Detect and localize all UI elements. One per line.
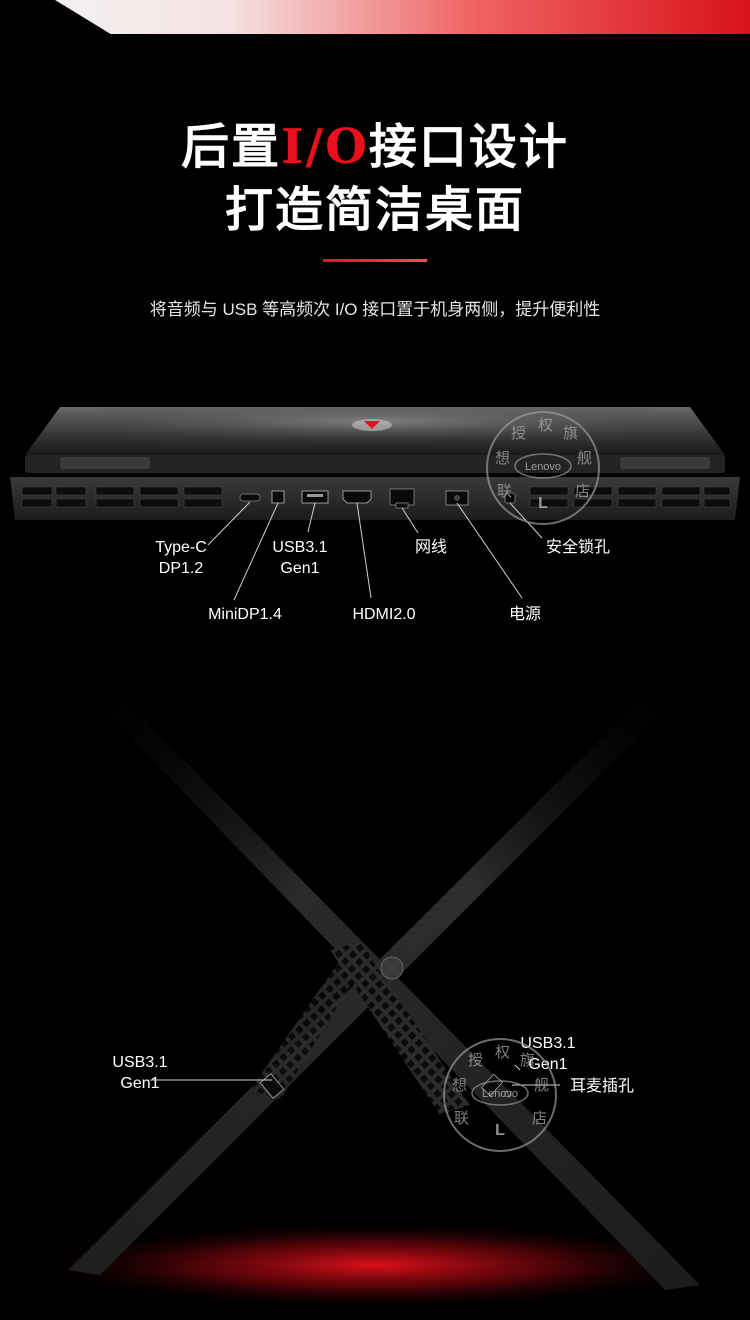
svg-text:权: 权 (538, 416, 553, 434)
subtitle: 将音频与 USB 等高频次 I/O 接口置于机身两侧，提升便利性 (149, 300, 601, 319)
svg-text:想: 想 (495, 449, 510, 467)
svg-text:旗: 旗 (520, 1051, 535, 1069)
svg-text:店: 店 (575, 482, 590, 500)
svg-text:L: L (495, 1122, 505, 1139)
laptop-rear-view (10, 407, 740, 520)
top-accent-band (55, 0, 750, 34)
svg-text:联: 联 (454, 1109, 469, 1127)
usb-left-label-line1: USB3.1 (112, 1054, 168, 1071)
svg-text:L: L (538, 495, 548, 512)
laptop-side-view (25, 680, 725, 1310)
minidp-label: MiniDP1.4 (208, 606, 282, 623)
audio-jack-label: 耳麦插孔 (569, 1078, 634, 1095)
svg-text:舰: 舰 (577, 449, 592, 467)
headline-suffix: 接口设计 (368, 119, 569, 175)
svg-text:旗: 旗 (563, 424, 578, 442)
svg-text:权: 权 (495, 1043, 510, 1061)
usb-left-label: USB3.1 Gen1 (100, 1052, 180, 1094)
rear-port-leader-lines (207, 501, 543, 601)
usb-rear-label: USB3.1 Gen1 (262, 537, 338, 579)
usb-rear-label-line1: USB3.1 (272, 539, 328, 556)
security-lock-label: 安全锁孔 (545, 539, 610, 556)
authorized-store-watermark-2: Lenovo L 联 想 授 权 旗 舰 店 (443, 1038, 557, 1152)
svg-text:联: 联 (497, 482, 512, 500)
svg-text:舰: 舰 (534, 1076, 549, 1094)
usb-right-label-line1: USB3.1 (520, 1035, 576, 1052)
title-divider (323, 259, 427, 262)
usb-left-label-line2: Gen1 (120, 1075, 160, 1092)
power-label: 电源 (508, 606, 541, 623)
hdmi-label: HDMI2.0 (352, 606, 416, 623)
svg-text:想: 想 (452, 1076, 467, 1094)
typec-label-line2: DP1.2 (158, 560, 204, 577)
svg-text:Lenovo: Lenovo (525, 461, 561, 473)
authorized-store-watermark: Lenovo L 联 想 授 权 旗 舰 店 (486, 411, 600, 525)
headline-accent: I/O (281, 119, 369, 175)
headline-line-2: 打造简洁桌面 (224, 182, 525, 238)
usb-rear-label-line2: Gen1 (280, 560, 320, 577)
lan-label: 网线 (414, 539, 447, 556)
svg-text:授: 授 (511, 424, 526, 442)
svg-text:店: 店 (532, 1109, 547, 1127)
svg-text:授: 授 (468, 1051, 483, 1069)
headline-line-1: 后置I/O接口设计 (0, 107, 750, 177)
typec-label-line1: Type-C (155, 539, 207, 556)
headline-prefix: 后置 (181, 119, 282, 175)
typec-label: Type-C DP1.2 (143, 537, 219, 579)
svg-text:Lenovo: Lenovo (482, 1088, 518, 1100)
